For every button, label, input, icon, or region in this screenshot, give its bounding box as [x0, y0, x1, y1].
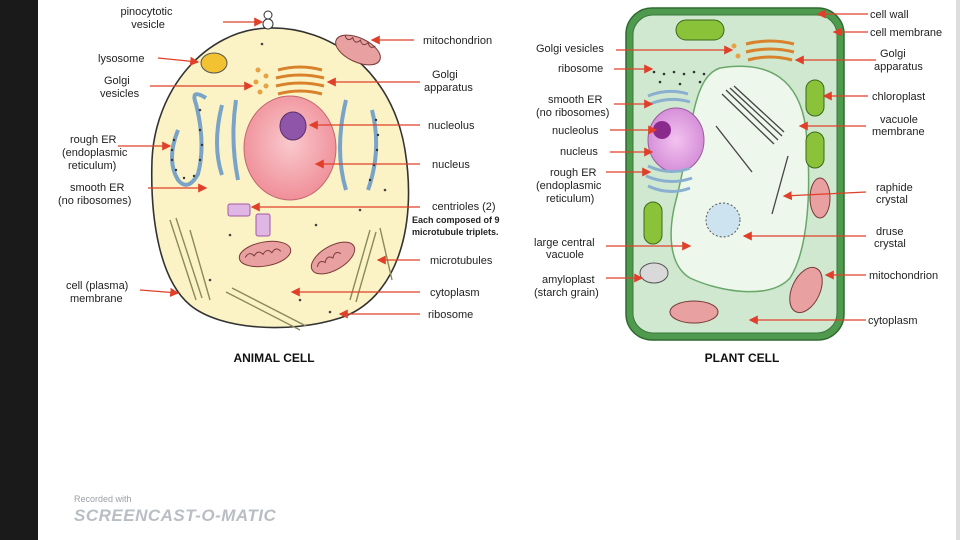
- label-plant-golgi-apparatus: Golgi apparatus: [874, 48, 923, 73]
- label-animal-cytoplasm: cytoplasm: [430, 287, 480, 299]
- plant-arrows: [606, 9, 876, 325]
- label-centrioles: centrioles (2): [432, 201, 496, 213]
- label-plant-smooth-er: smooth ER (no ribosomes): [536, 94, 609, 119]
- animal-centrioles: [227, 203, 271, 237]
- animal-rough-er: [170, 92, 379, 191]
- animal-golgi-vesicles: [253, 67, 269, 95]
- animal-cell: pinocytotic vesicle lysosome Golgi vesic…: [58, 6, 502, 365]
- label-pinocytotic-vesicle: pinocytotic vesicle: [120, 6, 175, 31]
- label-central-vacuole: large central vacuole: [534, 237, 598, 261]
- label-centrioles-note: Each composed of 9 microtubule triplets.: [412, 215, 502, 237]
- slide-right-strip: [956, 0, 960, 540]
- animal-golgi-apparatus: [275, 65, 325, 96]
- plant-ribosomes: [652, 70, 706, 86]
- animal-nucleolus: [279, 111, 307, 141]
- label-lysosome: lysosome: [98, 53, 144, 65]
- label-plant-cytoplasm: cytoplasm: [868, 315, 918, 327]
- plant-cell: Golgi vesicles ribosome smooth ER (no ri…: [534, 7, 942, 365]
- label-plant-nucleolus: nucleolus: [552, 125, 599, 137]
- label-microtubules: microtubules: [430, 255, 493, 267]
- label-cell-membrane: cell membrane: [870, 27, 942, 39]
- animal-cell-title: ANIMAL CELL: [233, 351, 314, 365]
- label-druse-crystal: druse crystal: [874, 226, 907, 250]
- animal-microtubules: [169, 217, 393, 331]
- plant-chloroplasts: [643, 19, 825, 245]
- label-plant-ribosome: ribosome: [558, 63, 603, 75]
- plant-nucleolus: [653, 121, 671, 139]
- label-animal-golgi-apparatus: Golgi apparatus: [424, 69, 473, 94]
- label-plasma-membrane: cell (plasma) membrane: [66, 280, 131, 305]
- plant-golgi-apparatus: [745, 39, 795, 62]
- plant-druse-crystal: [705, 202, 741, 238]
- label-animal-rough-er: rough ER (endoplasmic reticulum): [62, 134, 130, 172]
- label-cell-wall: cell wall: [870, 9, 909, 21]
- label-animal-smooth-er: smooth ER (no ribosomes): [58, 182, 131, 207]
- animal-arrows: [118, 17, 420, 319]
- label-animal-nucleus: nucleus: [432, 159, 470, 171]
- animal-nucleus: [243, 95, 337, 201]
- plant-er: [645, 89, 693, 193]
- slide-left-bar: [0, 0, 38, 540]
- label-animal-nucleolus: nucleolus: [428, 120, 475, 132]
- label-plant-mitochondrion: mitochondrion: [869, 270, 938, 282]
- animal-mitochondrion: [238, 34, 381, 275]
- label-plant-golgi-vesicles: Golgi vesicles: [536, 43, 604, 55]
- plant-mitochondria: [669, 177, 831, 324]
- label-plant-nucleus: nucleus: [560, 146, 598, 158]
- label-animal-ribosome: ribosome: [428, 309, 473, 321]
- pinocytotic-vesicle: [262, 18, 274, 30]
- label-chloroplast: chloroplast: [872, 91, 925, 103]
- plant-raphide-crystals: [715, 85, 789, 215]
- plant-amyloplast: [639, 262, 669, 284]
- watermark-logo: SCREENCAST-O-MATIC: [74, 506, 277, 525]
- label-animal-mitochondrion: mitochondrion: [423, 35, 492, 47]
- lysosome: [200, 52, 228, 74]
- plant-cell-title: PLANT CELL: [705, 351, 780, 365]
- animal-ribosomes: [198, 42, 387, 314]
- label-amyloplast: amyloplast (starch grain): [534, 274, 599, 299]
- label-animal-golgi-vesicles: Golgi vesicles: [100, 75, 140, 100]
- label-vacuole-membrane: vacuole membrane: [872, 114, 925, 138]
- animal-rough-er-ribosomes: [170, 118, 380, 182]
- plant-nucleus: [647, 107, 705, 173]
- slide-margin: [38, 0, 56, 540]
- label-raphide-crystal: raphide crystal: [876, 182, 916, 206]
- label-plant-rough-er: rough ER (endoplasmic reticulum): [536, 167, 604, 205]
- watermark-recorded-with: Recorded with: [74, 494, 132, 504]
